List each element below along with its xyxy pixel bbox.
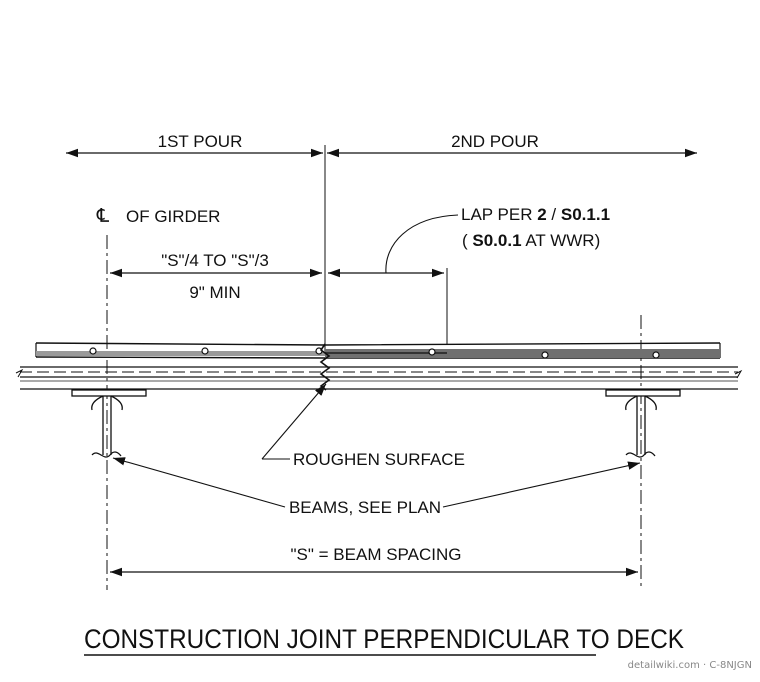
s-range-label: "S"/4 TO "S"/3	[161, 251, 269, 270]
min-label: 9" MIN	[189, 283, 240, 302]
steel-deck	[15, 366, 743, 390]
beam-spacing-label: "S" = BEAM SPACING	[291, 545, 462, 564]
extension-lines	[106, 145, 642, 590]
beams-leader-right	[442, 461, 641, 508]
detail-title: CONSTRUCTION JOINT PERPENDICULAR TO DECK	[84, 624, 684, 654]
roughen-leader-arrow	[261, 383, 327, 460]
right-beam	[605, 389, 681, 458]
centerline-icon: ℄	[96, 206, 110, 227]
first-pour-reinforcement	[36, 351, 325, 356]
lap-note-line2: ( S0.0.1 AT WWR)	[462, 231, 600, 250]
deck-slab	[35, 342, 721, 359]
beams-see-plan-label: BEAMS, SEE PLAN	[289, 498, 441, 517]
beams-leader-left	[112, 457, 286, 508]
lap-note-line1: LAP PER 2 / S0.1.1	[461, 205, 610, 224]
roughen-surface-label: ROUGHEN SURFACE	[293, 450, 465, 469]
first-pour-label: 1ST POUR	[158, 132, 243, 151]
second-pour-label: 2ND POUR	[451, 132, 539, 151]
left-beam	[71, 389, 147, 458]
watermark: detailwiki.com · C-8NJGN	[628, 660, 752, 671]
rebar-dots	[89, 347, 660, 359]
lap-leader-line	[385, 214, 459, 274]
cl-girder-label: OF GIRDER	[126, 207, 220, 226]
second-pour-topping	[325, 349, 720, 358]
